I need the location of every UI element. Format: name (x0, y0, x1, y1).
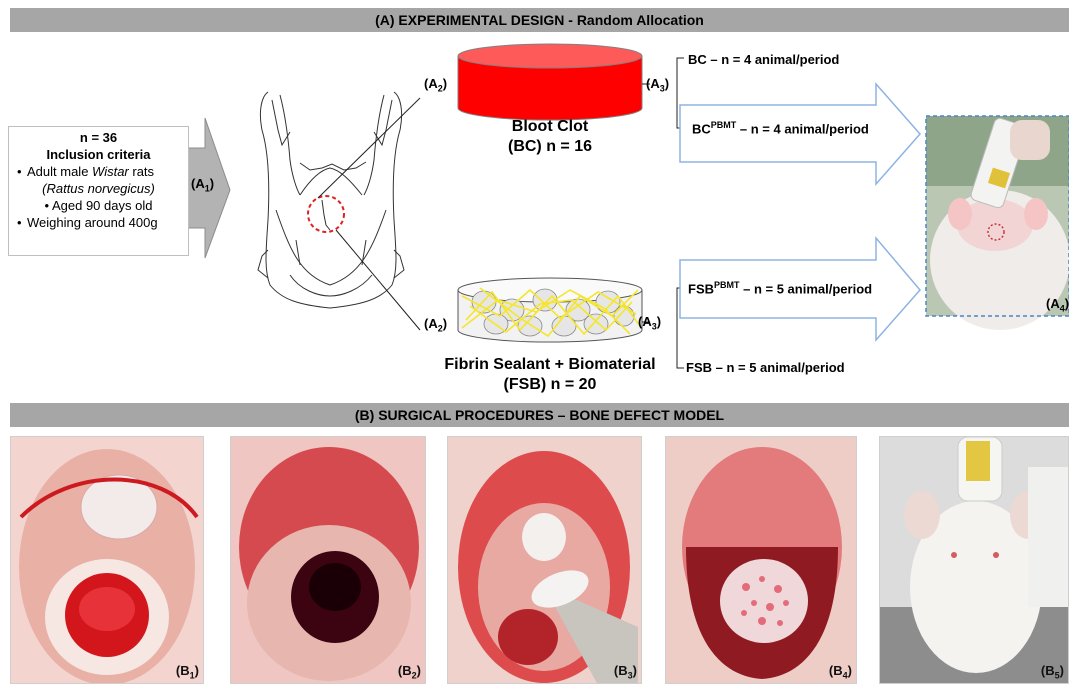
blood-clot-cylinder (458, 44, 642, 120)
section-b-header: (B) SURGICAL PROCEDURES – BONE DEFECT MO… (10, 403, 1069, 427)
photo-b4-label: (B4) (829, 663, 852, 681)
photo-b5-label: (B5) (1041, 663, 1064, 681)
photo-b2-label: (B2) (398, 663, 421, 681)
label-a2-fsb: (A2) (424, 316, 447, 334)
defect-circle (308, 196, 344, 232)
criteria-item-age: • Aged 90 days old (9, 197, 188, 214)
label-a3-fsb: (A3) (638, 314, 661, 332)
photo-b3: (B3) (447, 436, 642, 684)
photo-b2: (B2) (230, 436, 426, 684)
photo-b4: (B4) (665, 436, 857, 684)
bc-group-title: Bloot Clot (BC) n = 16 (450, 117, 650, 157)
criteria-species: (Rattus norvegicus) (9, 180, 188, 197)
label-a3-bc: (A3) (646, 76, 669, 94)
bc-line: BC – n = 4 animal/period (688, 52, 839, 67)
skull-drawing (258, 92, 404, 308)
sample-size: n = 36 (9, 129, 188, 146)
fsb-pbmt-line: FSBPBMT – n = 5 animal/period (688, 280, 872, 296)
label-a2-bc: (A2) (424, 76, 447, 94)
criteria-heading: Inclusion criteria (9, 146, 188, 163)
criteria-item-adult: •Adult male Wistar rats (9, 163, 188, 180)
inclusion-criteria-box: n = 36 Inclusion criteria •Adult male Wi… (8, 126, 189, 256)
label-a1: (A1) (191, 176, 214, 194)
photo-b5: (B5) (879, 436, 1069, 684)
photo-b1: (B1) (10, 436, 204, 684)
fibrin-sealant-cylinder (458, 278, 642, 342)
criteria-item-weight: •Weighing around 400g (9, 214, 188, 231)
photo-b1-label: (B1) (176, 663, 199, 681)
fsb-line: FSB – n = 5 animal/period (686, 360, 845, 375)
label-a4: (A4) (1046, 296, 1069, 314)
photo-b3-label: (B3) (614, 663, 637, 681)
bc-pbmt-line: BCPBMT – n = 4 animal/period (692, 120, 869, 136)
fsb-group-title: Fibrin Sealant + Biomaterial (FSB) n = 2… (420, 355, 680, 395)
